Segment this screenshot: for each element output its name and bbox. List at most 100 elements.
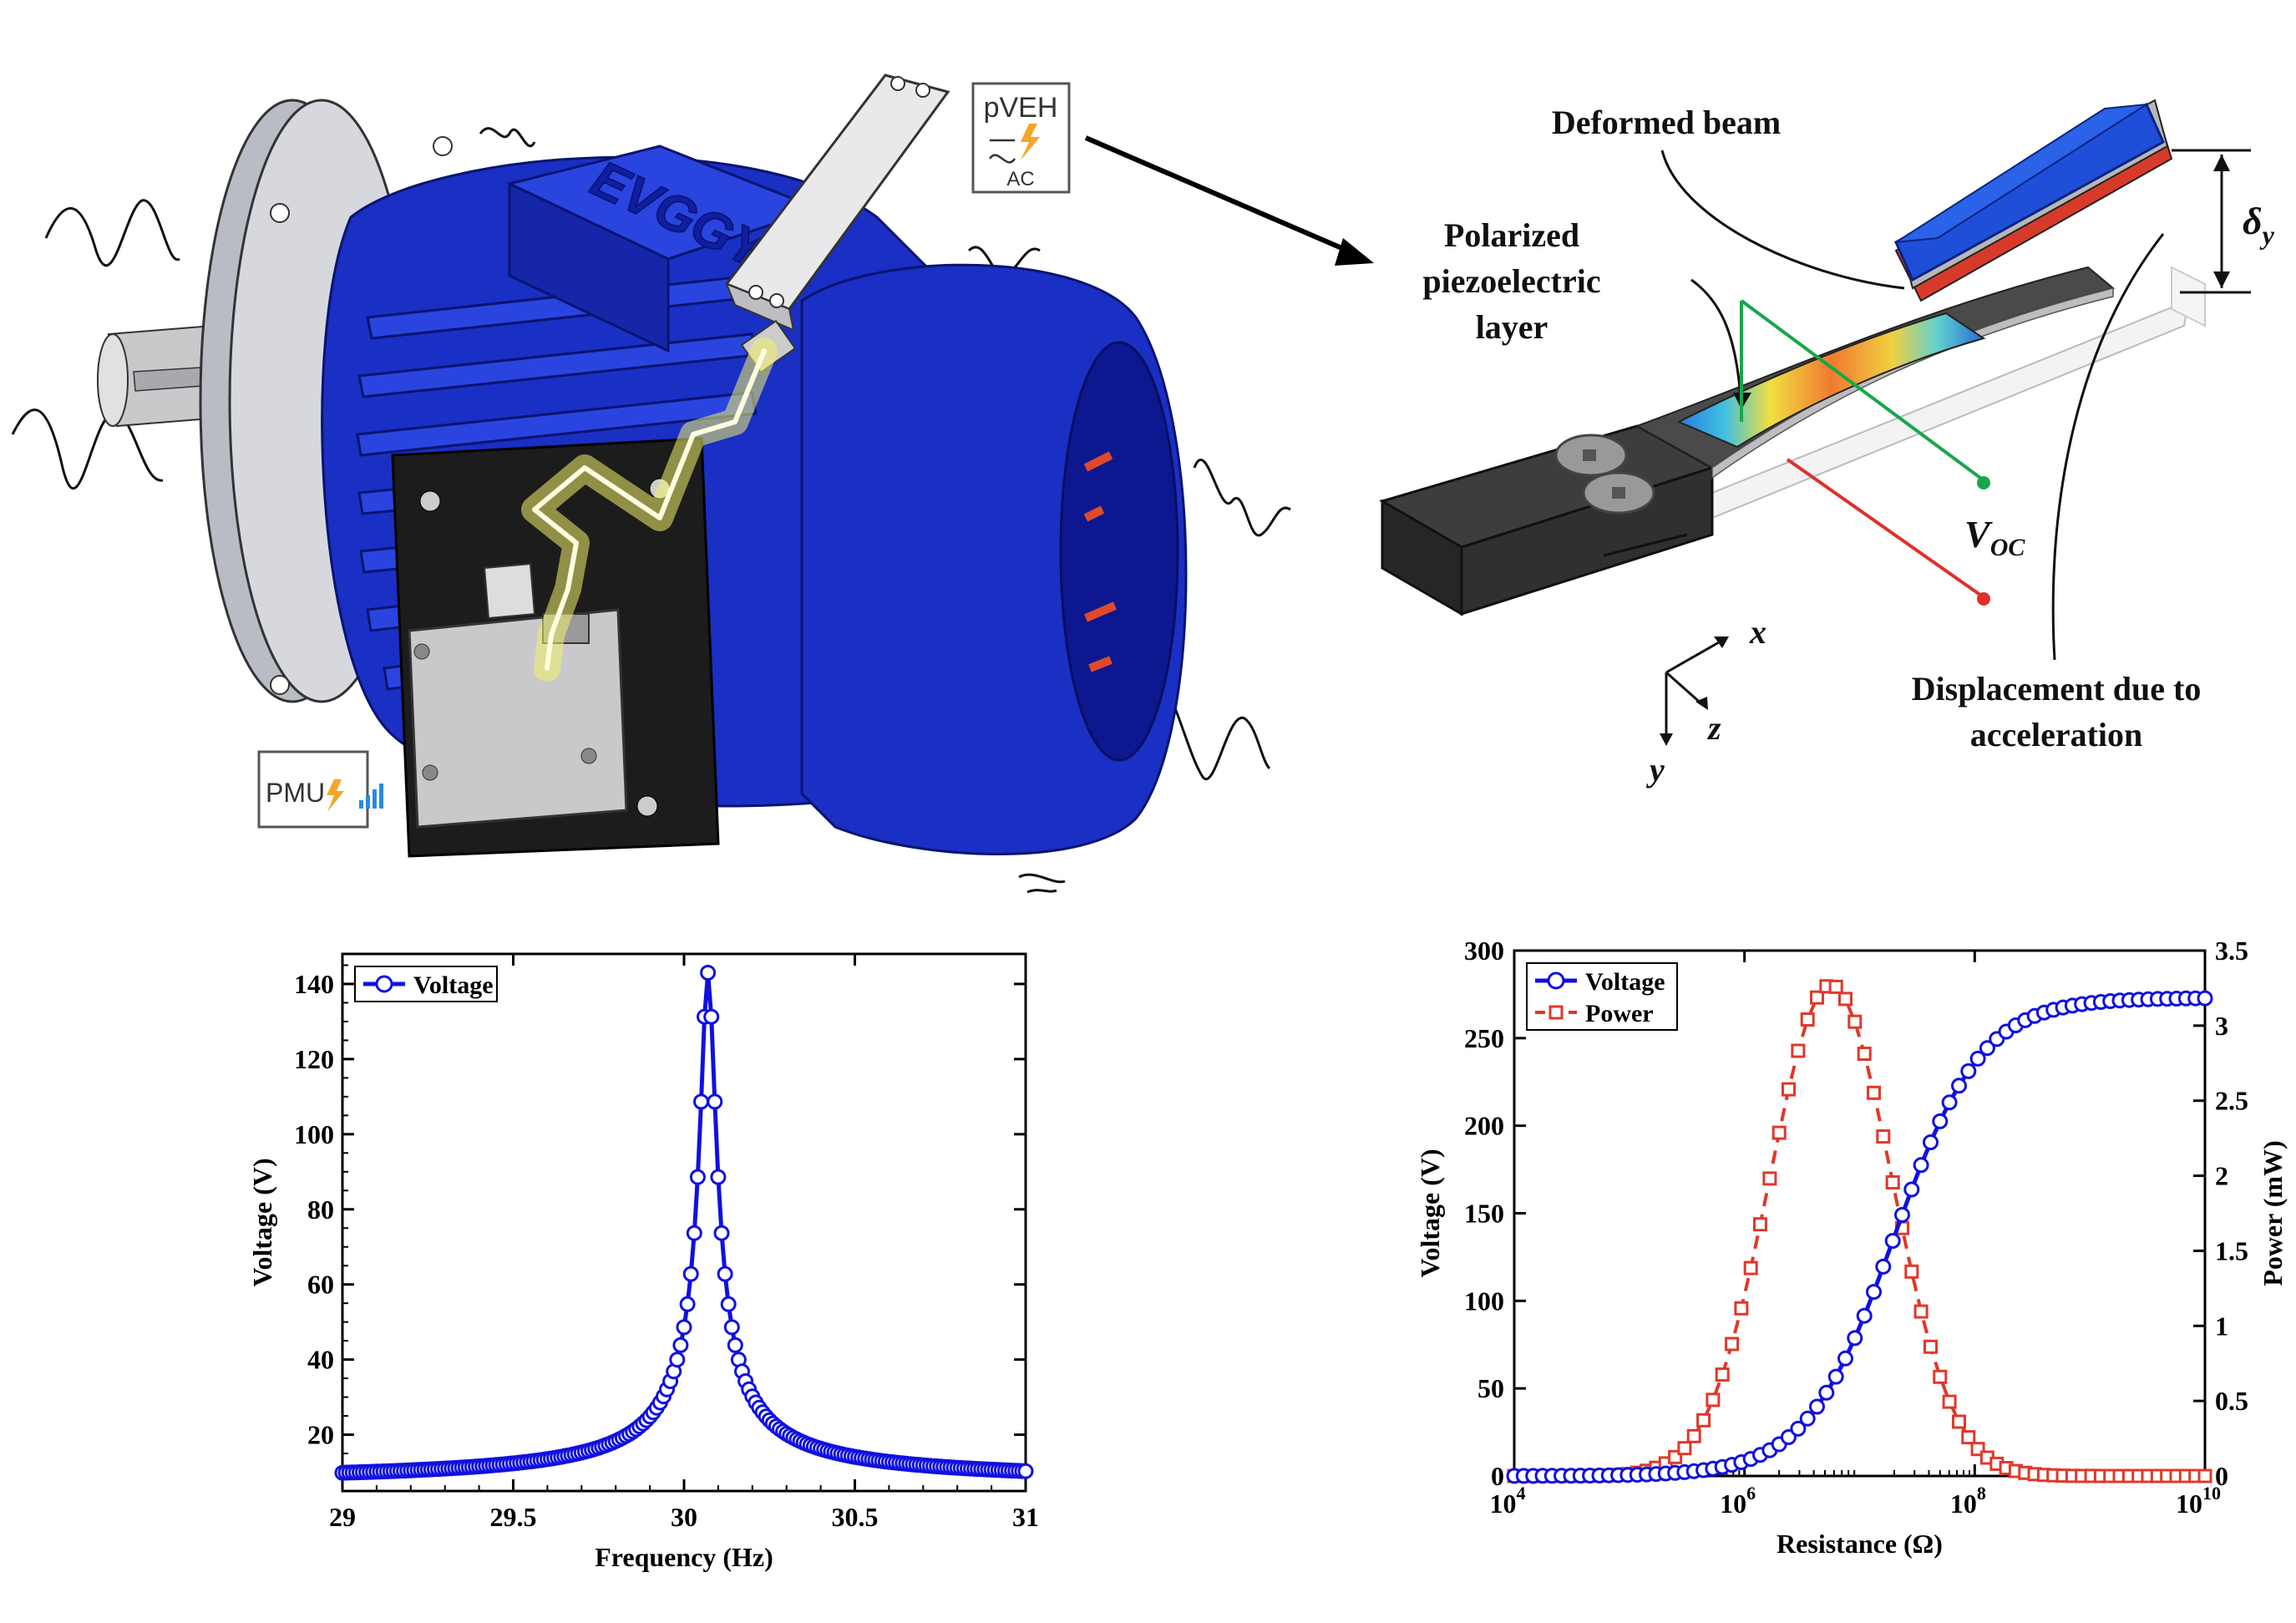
y2-tick-label: 1.5	[2215, 1235, 2248, 1265]
legend-voltage-marker	[375, 975, 393, 993]
y2-axis-label: Power (mW)	[2258, 1140, 2288, 1286]
x-tick-exponent: 8	[1977, 1483, 1986, 1504]
label-delta-y: δy	[2243, 200, 2275, 250]
pveh-badge: pVEH AC	[971, 82, 1071, 194]
pointer-arrow	[1084, 135, 1374, 266]
voltage-marker	[1969, 1050, 1986, 1067]
y-axis-label: Voltage (V)	[247, 1158, 277, 1286]
power-marker	[1743, 1260, 1758, 1276]
x-tick-label: 29.5	[490, 1502, 537, 1532]
voltage-marker	[689, 1169, 706, 1185]
pveh-badge-title: pVEH	[984, 92, 1058, 124]
motor-illustration: EVGGY	[11, 74, 1374, 894]
voltage-marker	[1847, 1330, 1863, 1347]
voltage-marker	[703, 1008, 720, 1025]
y-tick-label: 140	[294, 969, 334, 999]
power-marker	[1715, 1367, 1730, 1382]
label-deformed-beam: Deformed beam	[1552, 104, 1781, 141]
voltage-marker	[1894, 1206, 1910, 1223]
y-tick-label: 60	[307, 1270, 334, 1300]
piezo-layer	[1676, 312, 1986, 449]
y2-tick-label: 0.5	[2215, 1386, 2248, 1416]
y-tick-label: 300	[1464, 936, 1504, 966]
voltage-marker	[1790, 1420, 1807, 1437]
y2-tick-label: 2.5	[2215, 1086, 2248, 1116]
y-tick-label: 200	[1464, 1111, 1504, 1141]
x-tick-base: 10	[1490, 1489, 1517, 1519]
axis-label-y: y	[1646, 751, 1665, 789]
y2-tick-label: 3.5	[2215, 936, 2248, 966]
voltage-marker	[1818, 1384, 1835, 1401]
voltage-marker	[1923, 1134, 1939, 1150]
y-tick-label: 80	[307, 1194, 334, 1225]
power-marker	[1696, 1413, 1711, 1428]
y2-tick-label: 3	[2215, 1011, 2228, 1041]
power-marker	[1725, 1336, 1740, 1352]
y-tick-label: 20	[307, 1420, 334, 1450]
voltage-marker	[720, 1296, 737, 1312]
voltage-marker	[1837, 1350, 1853, 1367]
power-marker	[1885, 1175, 1900, 1189]
voltage-marker	[693, 1093, 709, 1110]
power-marker	[1771, 1125, 1787, 1140]
x-tick-base: 10	[1720, 1489, 1746, 1519]
label-polarized-3: layer	[1476, 308, 1548, 346]
voltage-marker	[686, 1225, 702, 1241]
power-marker	[1857, 1047, 1872, 1061]
x-axis-label: Frequency (Hz)	[595, 1542, 773, 1572]
voltage-marker	[1979, 1040, 1995, 1057]
label-displacement-2: acceleration	[1970, 716, 2143, 753]
power-marker	[1810, 990, 1824, 1005]
beam-diagram: Deformed beam Polarized piezoelectric la…	[1379, 99, 2275, 789]
motor-fan-cover	[800, 263, 1188, 855]
voltage-marker	[1809, 1398, 1825, 1415]
electrode-leads	[1740, 299, 1990, 606]
clamp-block	[1379, 424, 1716, 616]
voltage-marker	[1903, 1181, 1920, 1198]
voltage-marker	[1856, 1307, 1873, 1324]
y2-tick-label: 2	[2215, 1161, 2228, 1191]
y-tick-label: 100	[1464, 1286, 1504, 1316]
voltage-marker	[2197, 990, 2213, 1007]
legend-power-label: Power	[1585, 1000, 1654, 1027]
y-tick-label: 100	[294, 1119, 334, 1149]
y-axis-label: Voltage (V)	[1415, 1149, 1445, 1277]
label-polarized-1: Polarized	[1444, 216, 1579, 254]
voltage-marker	[1913, 1157, 1929, 1174]
power-marker	[1800, 1012, 1815, 1027]
power-marker	[2197, 1468, 2212, 1484]
power-marker	[1782, 1082, 1796, 1097]
x-tick-label: 30.5	[832, 1502, 879, 1532]
voltage-marker	[713, 1225, 730, 1241]
signal-bars-icon	[359, 784, 383, 809]
y-tick-label: 250	[1464, 1023, 1504, 1053]
voltage-marker	[1799, 1410, 1816, 1427]
power-marker	[1847, 1014, 1863, 1029]
plot-frame	[341, 952, 1027, 1493]
power-marker	[1923, 1339, 1938, 1354]
voltage-marker	[669, 1352, 686, 1368]
y-tick-label: 120	[294, 1044, 334, 1074]
power-marker	[1952, 1414, 1966, 1429]
voltage-marker	[707, 1093, 723, 1110]
y-tick-label: 150	[1464, 1199, 1504, 1229]
power-marker	[1791, 1043, 1806, 1058]
pmu-badge: PMU	[257, 750, 383, 829]
voltage-marker	[1781, 1429, 1797, 1445]
voltage-marker	[1960, 1063, 1977, 1079]
voltage-marker	[1884, 1233, 1901, 1249]
power-marker	[1933, 1369, 1948, 1384]
label-polarized-2: piezoelectric	[1422, 262, 1600, 300]
voltage-marker	[682, 1265, 699, 1282]
pmu-badge-title: PMU	[266, 778, 325, 808]
energy-bolt	[521, 337, 778, 682]
voltage-marker	[1875, 1258, 1892, 1275]
power-marker	[1838, 992, 1853, 1007]
y-tick-label: 50	[1477, 1373, 1504, 1403]
legend-voltage-label: Voltage	[413, 971, 494, 999]
pveh-badge-sub: AC	[1006, 168, 1034, 190]
legend-voltage-label: Voltage	[1585, 968, 1665, 996]
power-marker	[1876, 1129, 1891, 1144]
